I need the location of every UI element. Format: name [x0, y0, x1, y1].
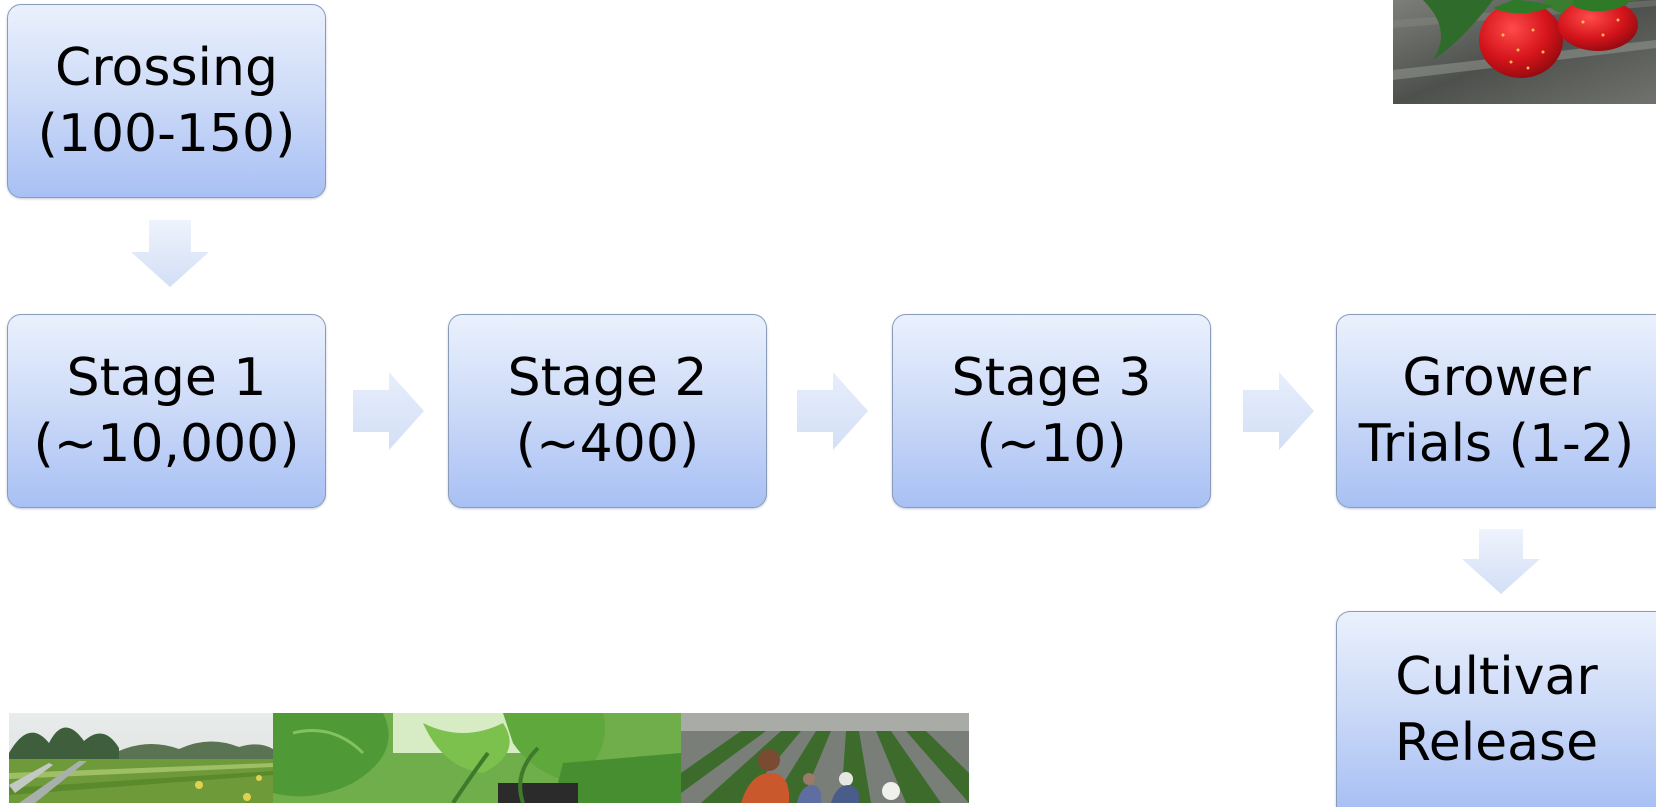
- stage-2-box: Stage 2 (~400): [448, 314, 767, 508]
- crossing-label: Crossing: [55, 38, 278, 98]
- cultivar-release-label: Cultivar: [1395, 646, 1598, 707]
- stage-1-label: Stage 1: [66, 348, 267, 408]
- cultivar-release-box: Cultivar Release: [1336, 611, 1656, 807]
- right-arrow-icon: [353, 372, 424, 450]
- crossing-count: (100-150): [37, 104, 296, 164]
- grower-trials-label: Grower: [1402, 348, 1591, 408]
- stage-3-count: (~10): [976, 414, 1127, 474]
- cultivar-release-label-2: Release: [1394, 712, 1599, 773]
- stage-1-count: (~10,000): [33, 414, 300, 474]
- field-workers-photo: [681, 713, 969, 803]
- grower-trials-box: Grower Trials (1-2): [1336, 314, 1656, 508]
- grower-trials-count: Trials (1-2): [1358, 414, 1635, 474]
- down-arrow-icon: [1462, 529, 1540, 594]
- strawberries-photo: [1393, 0, 1656, 104]
- stage-3-label: Stage 3: [951, 348, 1152, 408]
- stage-2-count: (~400): [515, 414, 700, 474]
- stage-3-box: Stage 3 (~10): [892, 314, 1211, 508]
- down-arrow-icon: [131, 220, 209, 287]
- stage-1-box: Stage 1 (~10,000): [7, 314, 326, 508]
- field-rows-photo: [9, 713, 273, 803]
- right-arrow-icon: [797, 372, 868, 450]
- right-arrow-icon: [1243, 372, 1314, 450]
- crossing-box: Crossing (100-150): [7, 4, 326, 198]
- plant-leaves-photo: [273, 713, 681, 803]
- stage-2-label: Stage 2: [507, 348, 708, 408]
